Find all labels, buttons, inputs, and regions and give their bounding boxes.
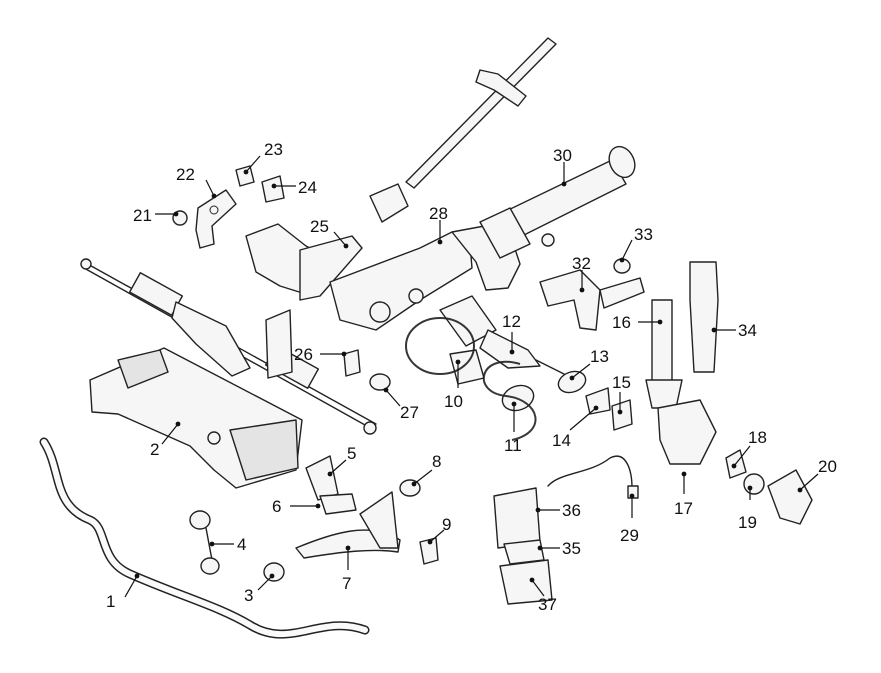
callout-9: 9 [442, 515, 451, 534]
callout-36: 36 [562, 501, 581, 520]
callout-20: 20 [818, 457, 837, 476]
callout-30: 30 [553, 146, 572, 165]
callout-33: 33 [634, 225, 653, 244]
callout-25: 25 [310, 217, 329, 236]
propeller-shaft [479, 145, 636, 259]
steering-gear-cluster [245, 221, 521, 331]
steering-rack [80, 258, 377, 435]
watermark: OS [405, 317, 537, 441]
callout-16: 16 [612, 313, 631, 332]
callout-21: 21 [133, 206, 152, 225]
callout-19: 19 [738, 513, 757, 532]
callout-23: 23 [264, 140, 283, 159]
callout-12: 12 [502, 312, 521, 331]
callout-4: 4 [237, 535, 246, 554]
callout-3: 3 [244, 586, 253, 605]
callout-29: 29 [620, 526, 639, 545]
callout-14: 14 [552, 431, 571, 450]
callout-labels: 1 2 3 4 5 6 7 8 9 10 11 12 13 [106, 140, 837, 614]
callout-24: 24 [298, 178, 317, 197]
callout-26: 26 [294, 345, 313, 364]
callout-32: 32 [572, 254, 591, 273]
callout-6: 6 [272, 497, 281, 516]
callout-15: 15 [612, 373, 631, 392]
callout-7: 7 [342, 574, 351, 593]
callout-22: 22 [176, 165, 195, 184]
callout-28: 28 [429, 204, 448, 223]
subframe [89, 347, 303, 489]
watermark-text: OS [426, 335, 451, 354]
callout-10: 10 [444, 392, 463, 411]
callout-35: 35 [562, 539, 581, 558]
callout-11: 11 [504, 436, 522, 455]
callout-27: 27 [400, 403, 419, 422]
callout-5: 5 [347, 444, 356, 463]
callout-2: 2 [150, 440, 159, 459]
callout-1: 1 [106, 592, 115, 611]
drive-shaft [439, 295, 633, 431]
callout-34: 34 [738, 321, 757, 340]
steering-column [369, 37, 557, 223]
callout-18: 18 [748, 428, 767, 447]
callout-13: 13 [590, 347, 609, 366]
callout-37: 37 [538, 595, 557, 614]
callout-8: 8 [432, 452, 441, 471]
callout-17: 17 [674, 499, 693, 518]
